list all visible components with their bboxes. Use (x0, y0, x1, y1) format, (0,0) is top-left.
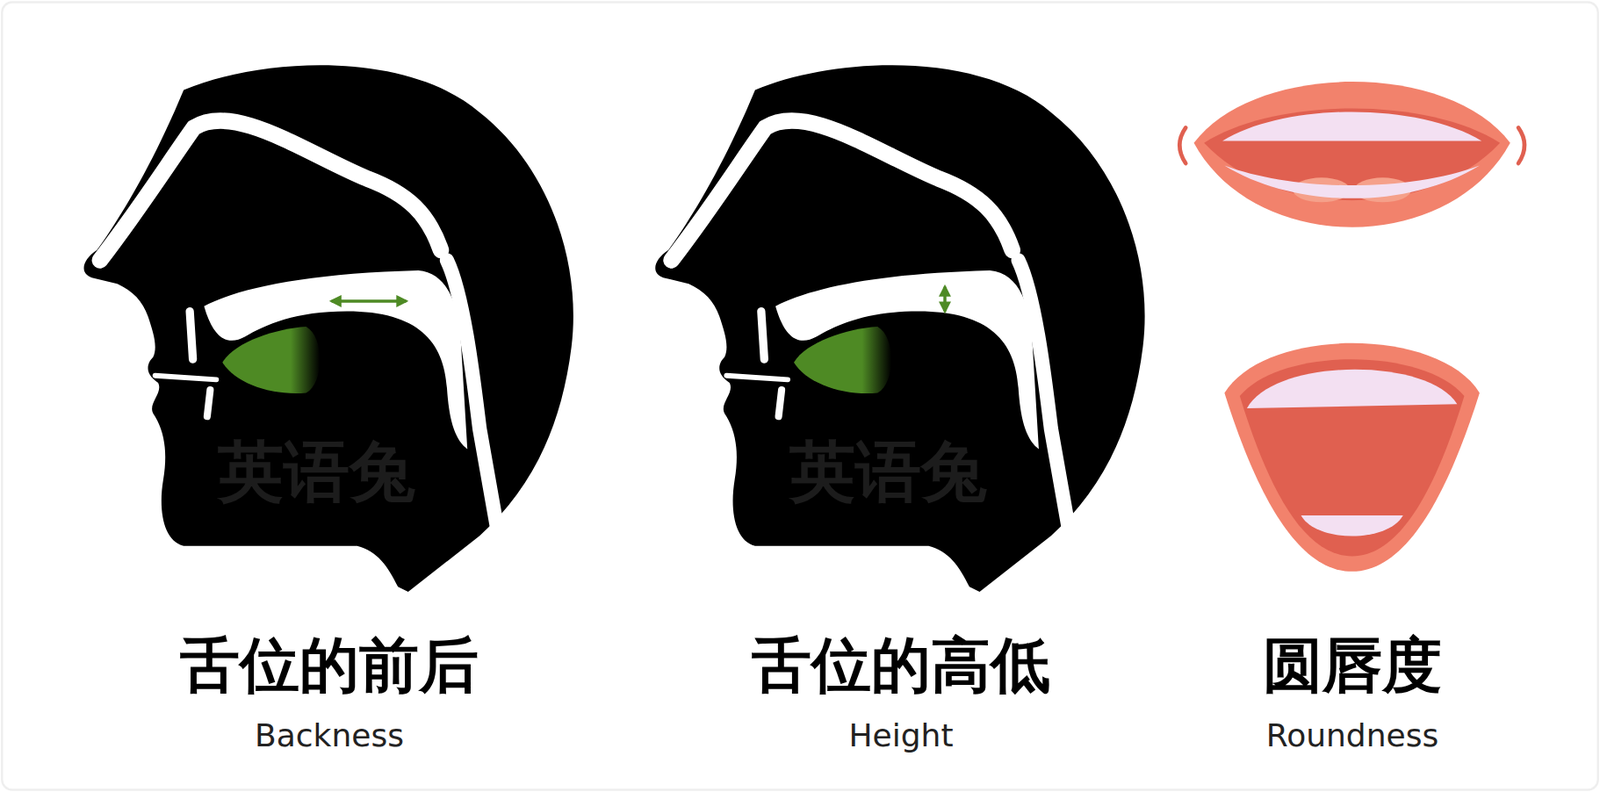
caption-title: 圆唇度 (1262, 635, 1442, 696)
caption-subtitle: Roundness (1266, 720, 1439, 752)
caption-subtitle: Backness (254, 720, 404, 752)
caption-title: 舌位的前后 (180, 635, 479, 696)
height-arrow (943, 287, 946, 312)
watermark: 英语兔 (789, 439, 988, 505)
backness-arrow (331, 299, 407, 303)
head-section (84, 64, 574, 592)
watermark: 英语兔 (217, 439, 416, 505)
caption-subtitle: Height (848, 720, 953, 752)
rounded-lips (1224, 343, 1479, 572)
spread-lips (1179, 81, 1525, 228)
caption-title: 舌位的高低 (751, 635, 1051, 696)
head-section (655, 64, 1145, 592)
